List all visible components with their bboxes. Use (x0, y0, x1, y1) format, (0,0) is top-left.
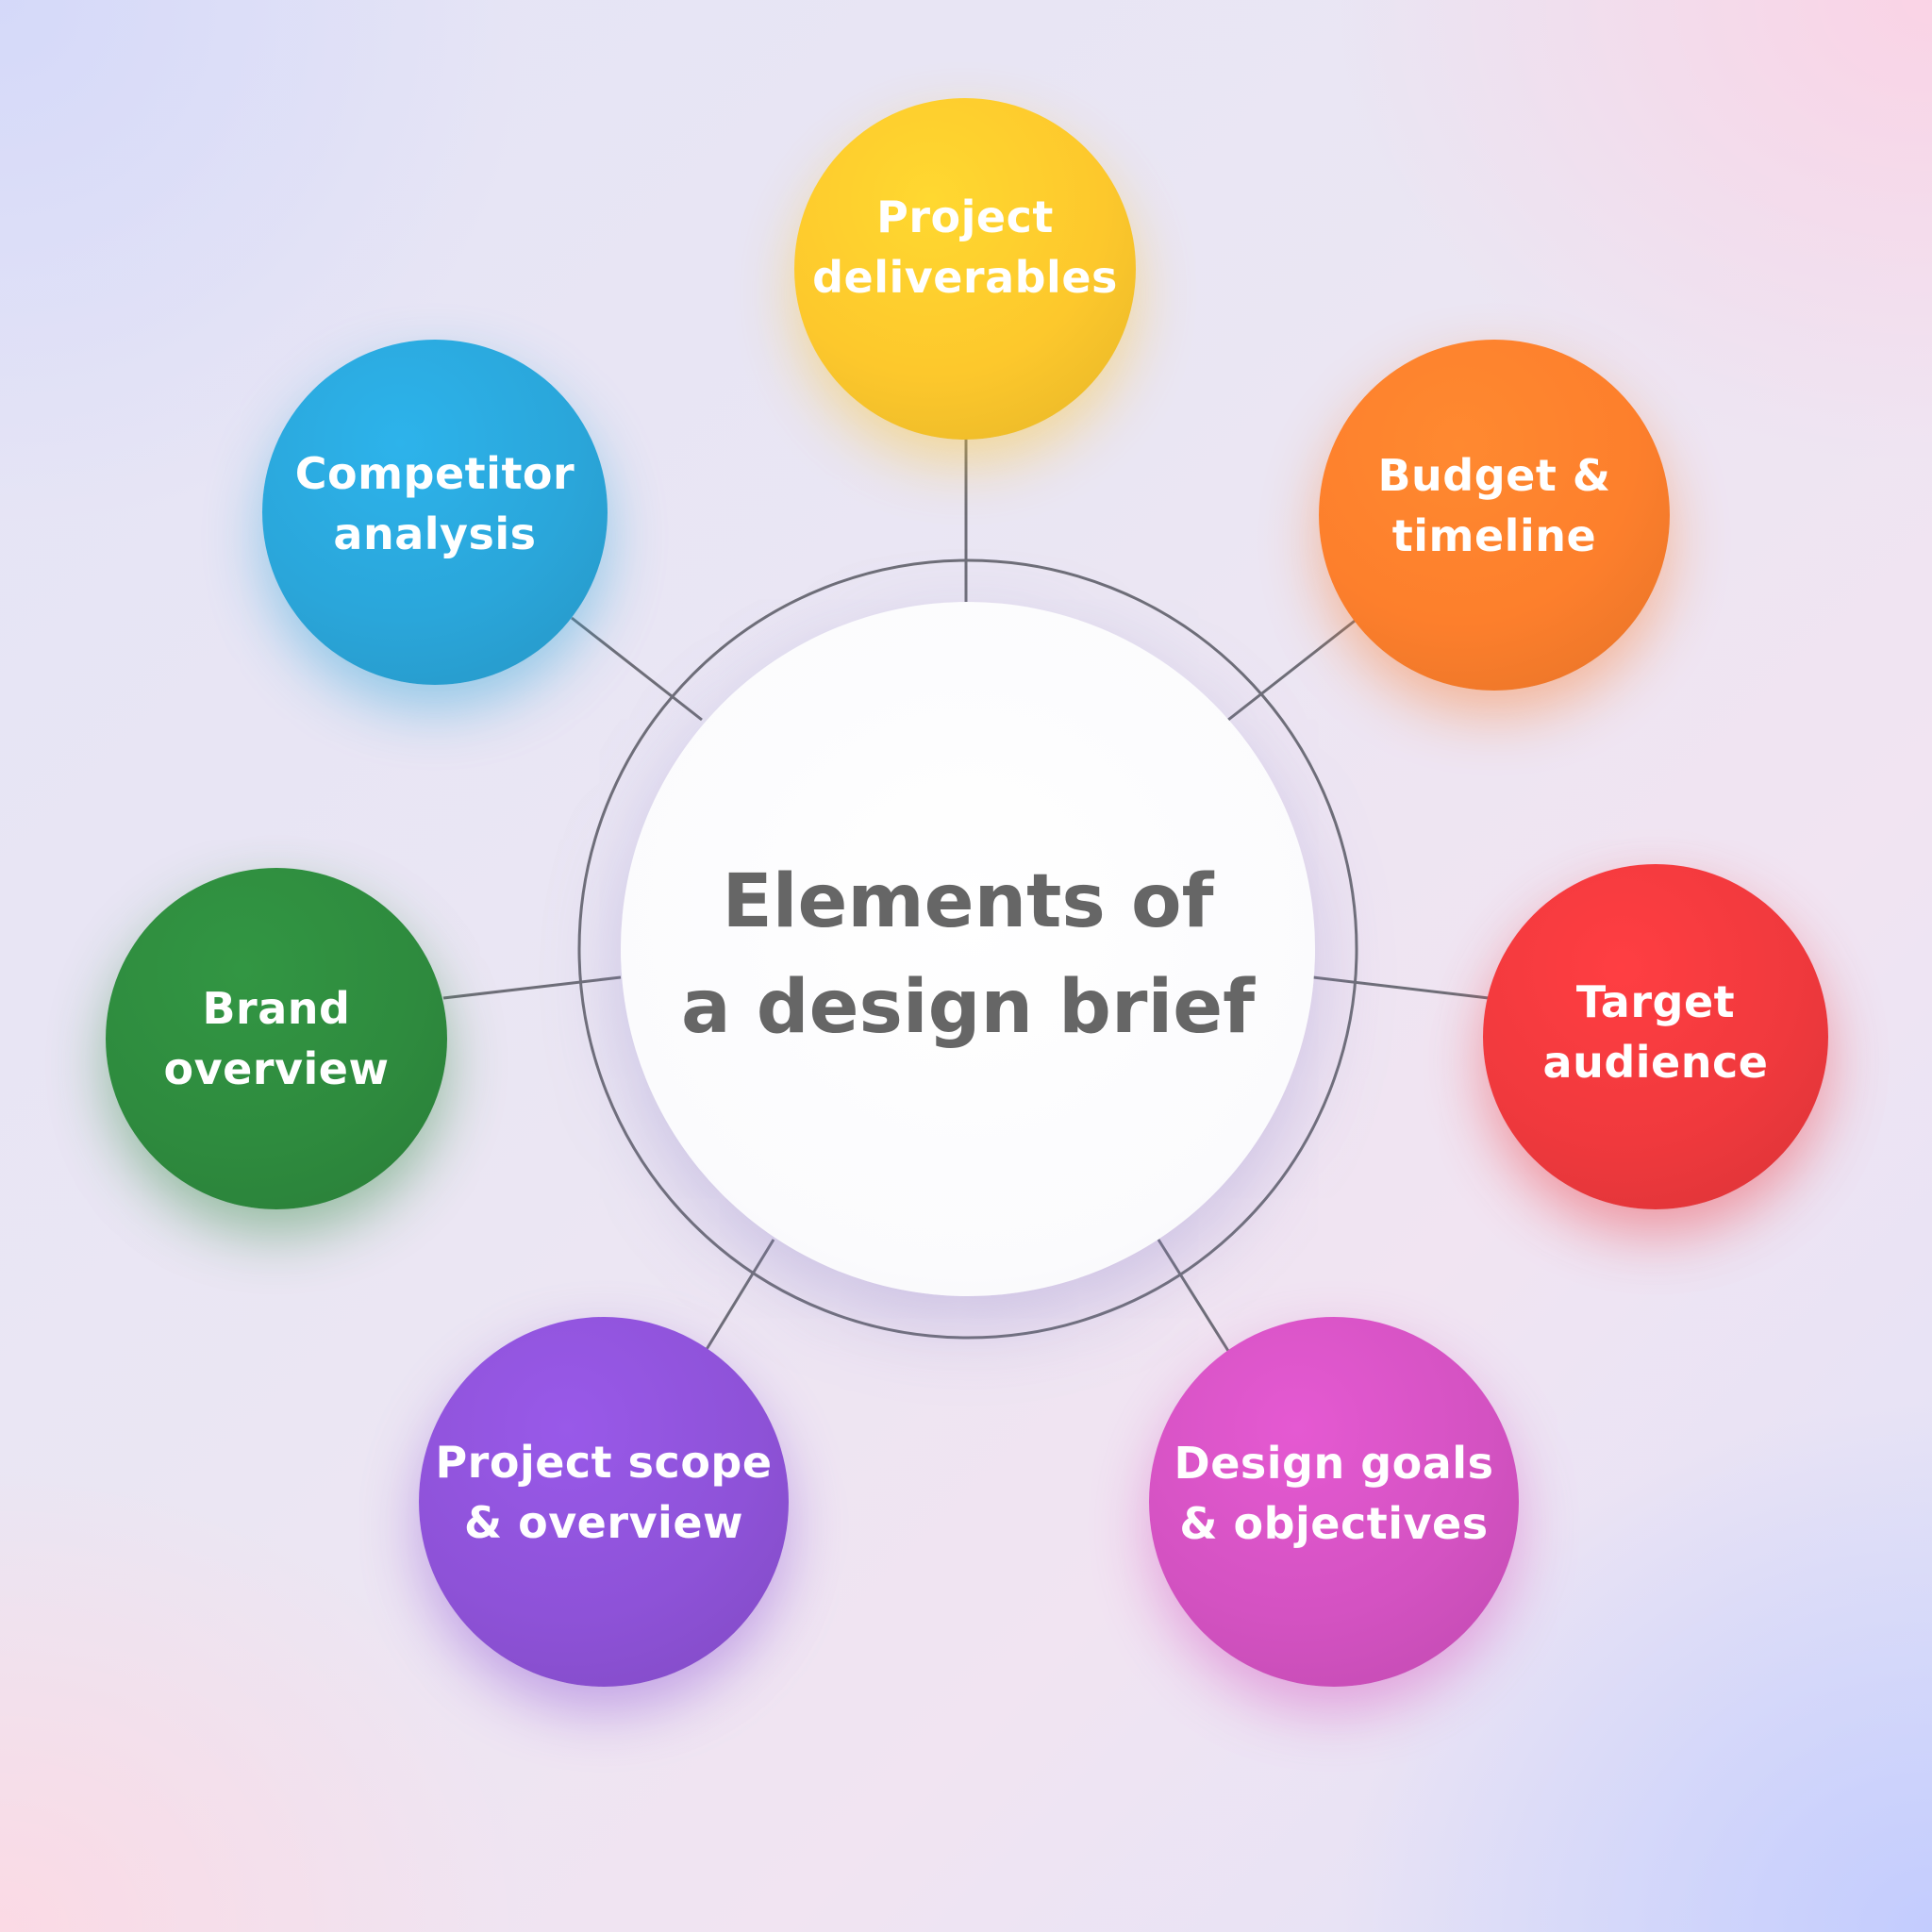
node-design-goals: Design goals & objectives (1149, 1317, 1519, 1687)
node-brand-overview: Brand overview (106, 868, 447, 1209)
connector-target-audience (1312, 975, 1490, 1000)
connector-budget-timeline (1227, 616, 1359, 722)
node-label: Project scope & overview (435, 1437, 773, 1548)
node-project-scope: Project scope & overview (419, 1317, 789, 1687)
node-label: Competitor analysis (294, 448, 575, 559)
node-label: Brand overview (163, 983, 390, 1094)
center-title: Elements of a design brief (680, 859, 1256, 1050)
node-budget-timeline: Budget & timeline (1319, 340, 1670, 691)
node-label: Project deliverables (812, 192, 1118, 303)
connector-project-scope (704, 1239, 775, 1352)
connector-brand-overview (442, 975, 622, 1000)
center-node: Elements of a design brief (621, 602, 1315, 1296)
node-label: Target audience (1542, 976, 1769, 1088)
outer-ring (577, 558, 1358, 1340)
node-label: Design goals & objectives (1174, 1438, 1494, 1549)
connector-competitor-analysis (571, 616, 703, 722)
node-target-audience: Target audience (1483, 864, 1828, 1209)
node-label: Budget & timeline (1377, 450, 1611, 561)
node-competitor-analysis: Competitor analysis (262, 340, 608, 685)
node-project-deliverables: Project deliverables (794, 98, 1136, 440)
connector-design-goals (1157, 1239, 1230, 1352)
